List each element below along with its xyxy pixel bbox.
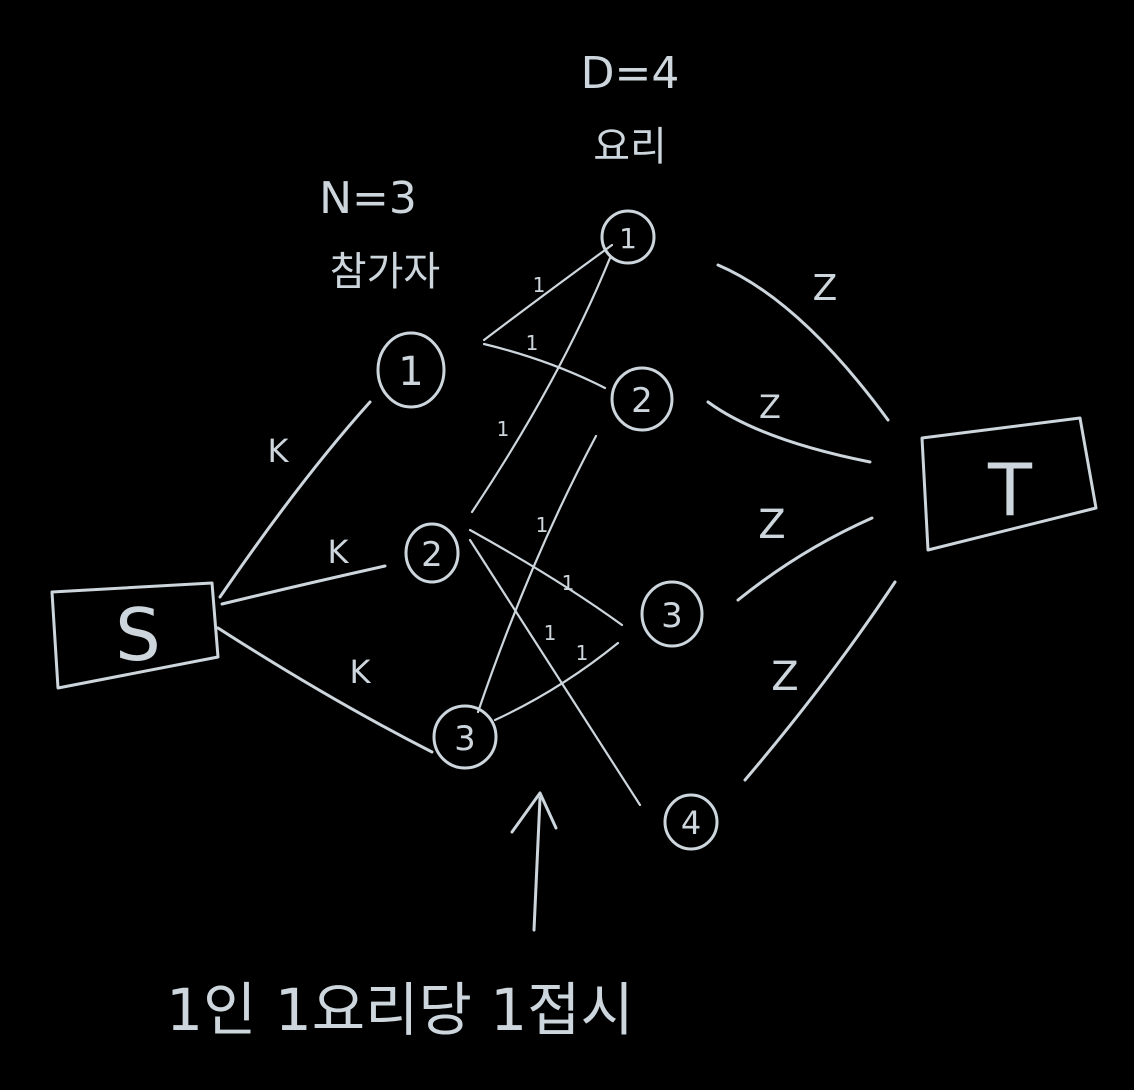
dish-node-3-label: 3	[661, 596, 683, 636]
edge-label-s-p2: K	[328, 533, 350, 571]
edge-p3-d2	[476, 434, 598, 714]
edge-label-p2-d1: 1	[497, 417, 510, 441]
edge-label-s-p1: K	[268, 432, 290, 470]
dish-node-2-label: 2	[631, 381, 653, 421]
participants-count-label: N=3	[319, 173, 417, 224]
source-label: S	[115, 593, 161, 677]
sink-node: T	[920, 416, 1098, 552]
edge-d2-t	[706, 400, 872, 464]
edge-label-s-p3: K	[350, 653, 372, 691]
edge-d4-t	[743, 580, 897, 782]
pointer-arrow-head	[510, 791, 558, 834]
edge-p1-d1	[482, 243, 614, 342]
edge-label-p1-d2: 1	[526, 331, 539, 355]
middle-edges	[468, 243, 642, 807]
participant-node-3: 3	[432, 704, 498, 770]
edge-p2-d3	[468, 528, 624, 627]
dishes-count-label: D=4	[581, 48, 680, 99]
participant-node-1: 1	[376, 331, 446, 409]
participant-node-3-label: 3	[454, 719, 476, 759]
source-node: S	[50, 581, 220, 690]
participant-node-2: 2	[404, 522, 460, 584]
edge-label-d1-t: Z	[813, 268, 838, 309]
participant-node-2-label: 2	[421, 535, 443, 575]
edge-label-p2-d4: 1	[544, 621, 557, 645]
participant-node-1-label: 1	[398, 349, 423, 395]
edge-s-p1	[218, 400, 372, 599]
sink-edges	[706, 263, 897, 782]
edge-label-d4-t: Z	[771, 654, 798, 700]
edge-label-p3-d2: 1	[536, 513, 549, 537]
edge-p2-d4	[468, 538, 642, 807]
edge-s-p3	[216, 626, 434, 754]
sink-label: T	[987, 448, 1033, 532]
source-edges	[216, 400, 434, 754]
footnote: 1인 1요리당 1접시	[166, 976, 634, 1044]
pointer-arrow-shaft	[532, 796, 542, 932]
edge-label-p2-d3: 1	[562, 571, 575, 595]
edge-d1-t	[716, 263, 890, 422]
dish-node-1: 1	[600, 209, 656, 265]
edge-p1-d2	[482, 342, 607, 390]
dishes-title: 요리	[593, 124, 667, 170]
edge-d3-t	[736, 516, 874, 602]
edge-p2-d1	[470, 256, 612, 514]
edge-label-p1-d1: 1	[533, 273, 546, 297]
edge-label-d2-t: Z	[759, 388, 781, 426]
dish-node-2: 2	[610, 366, 674, 432]
dish-node-3: 3	[640, 580, 704, 648]
dish-node-4-label: 4	[681, 804, 701, 842]
dish-node-4: 4	[663, 793, 719, 851]
dish-node-1-label: 1	[619, 222, 637, 255]
edge-label-p3-d3: 1	[576, 641, 589, 665]
edge-s-p2	[220, 564, 387, 606]
pointer-arrow	[510, 791, 558, 932]
edge-p3-d3	[493, 641, 620, 722]
participants-title: 참가자	[330, 249, 440, 295]
edge-label-d3-t: Z	[758, 502, 785, 548]
